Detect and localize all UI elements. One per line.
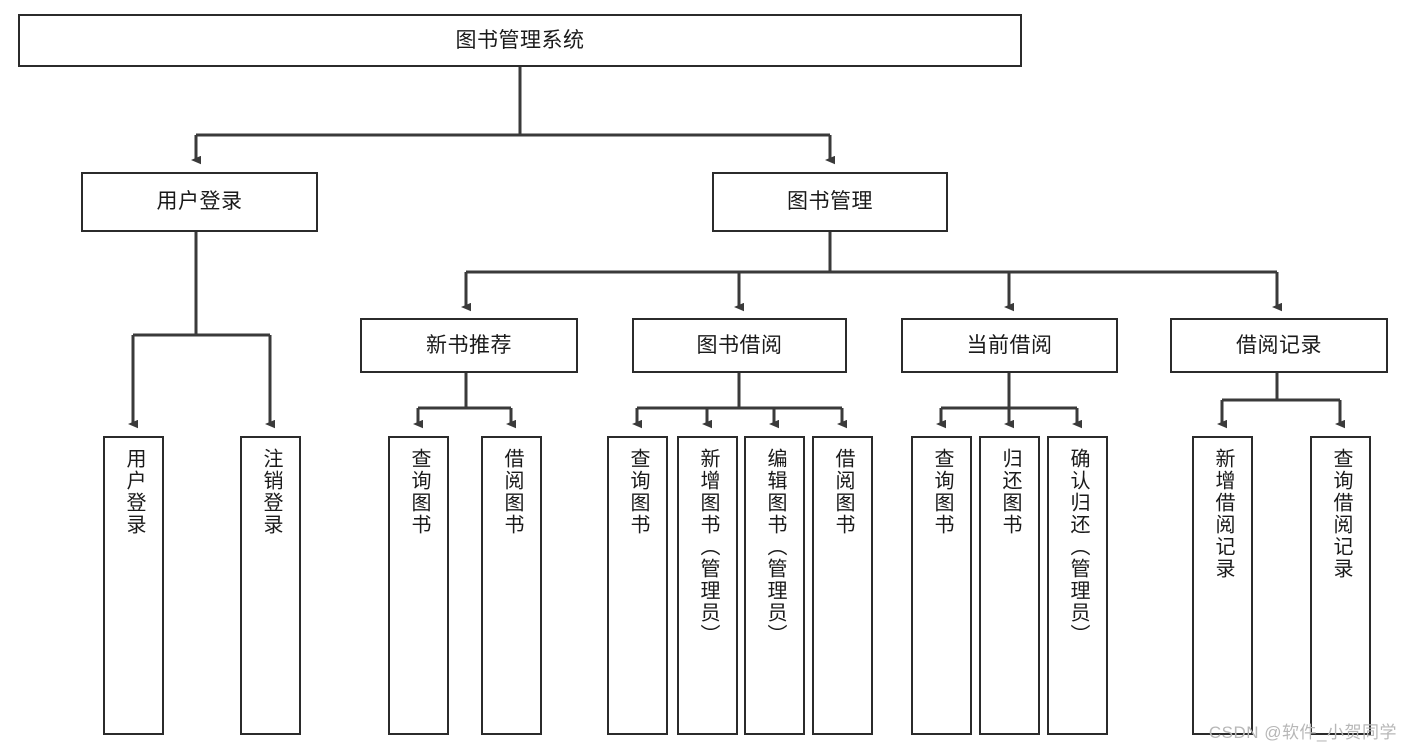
node-label: 查询图书 (931, 448, 953, 536)
node-label: 借阅图书 (832, 448, 854, 536)
node-label: 归还图书 (999, 448, 1021, 536)
leaf-node-edit-book-admin[interactable]: 编辑图书（管理员） (744, 436, 805, 735)
leaf-node-return-book[interactable]: 归还图书 (979, 436, 1040, 735)
node-label: 用户登录 (123, 448, 145, 536)
leaf-node-borrow-book[interactable]: 借阅图书 (812, 436, 873, 735)
node-label: 图书管理系统 (455, 28, 585, 52)
leaf-node-logout[interactable]: 注销登录 (240, 436, 301, 735)
node-label: 编辑图书（管理员） (764, 448, 786, 646)
node-borrow-record[interactable]: 借阅记录 (1170, 318, 1388, 373)
node-label: 查询图书 (408, 448, 430, 536)
node-label: 新增借阅记录 (1212, 448, 1234, 580)
csdn-watermark: CSDN @软件_小贺同学 (1208, 723, 1397, 742)
node-label: 查询图书 (627, 448, 649, 536)
node-label: 新书推荐 (426, 333, 512, 357)
node-label: 当前借阅 (966, 333, 1053, 357)
node-label: 确认归还（管理员） (1067, 448, 1089, 646)
leaf-node-add-borrow-record[interactable]: 新增借阅记录 (1192, 436, 1253, 735)
node-label: 新增图书（管理员） (697, 448, 719, 646)
node-book-borrow[interactable]: 图书借阅 (632, 318, 847, 373)
leaf-node-add-book-admin[interactable]: 新增图书（管理员） (677, 436, 738, 735)
leaf-node-user-login[interactable]: 用户登录 (103, 436, 164, 735)
node-label: 查询借阅记录 (1330, 448, 1352, 580)
leaf-node-borrow-book-recommend[interactable]: 借阅图书 (481, 436, 542, 735)
node-label: 用户登录 (156, 190, 243, 214)
leaf-node-confirm-return-admin[interactable]: 确认归还（管理员） (1047, 436, 1108, 735)
node-new-book-recommend[interactable]: 新书推荐 (360, 318, 578, 373)
leaf-node-query-book-current[interactable]: 查询图书 (911, 436, 972, 735)
leaf-node-query-book-borrow[interactable]: 查询图书 (607, 436, 668, 735)
leaf-node-query-borrow-record[interactable]: 查询借阅记录 (1310, 436, 1371, 735)
node-label: 图书管理 (787, 190, 873, 214)
node-root-book-management-system[interactable]: 图书管理系统 (18, 14, 1022, 67)
node-label: 图书借阅 (696, 333, 783, 357)
node-book-management[interactable]: 图书管理 (712, 172, 948, 232)
node-label: 注销登录 (260, 448, 282, 536)
node-user-login[interactable]: 用户登录 (81, 172, 318, 232)
node-label: 借阅记录 (1236, 333, 1322, 357)
node-label: 借阅图书 (501, 448, 523, 536)
node-current-borrow[interactable]: 当前借阅 (901, 318, 1118, 373)
leaf-node-query-book-recommend[interactable]: 查询图书 (388, 436, 449, 735)
